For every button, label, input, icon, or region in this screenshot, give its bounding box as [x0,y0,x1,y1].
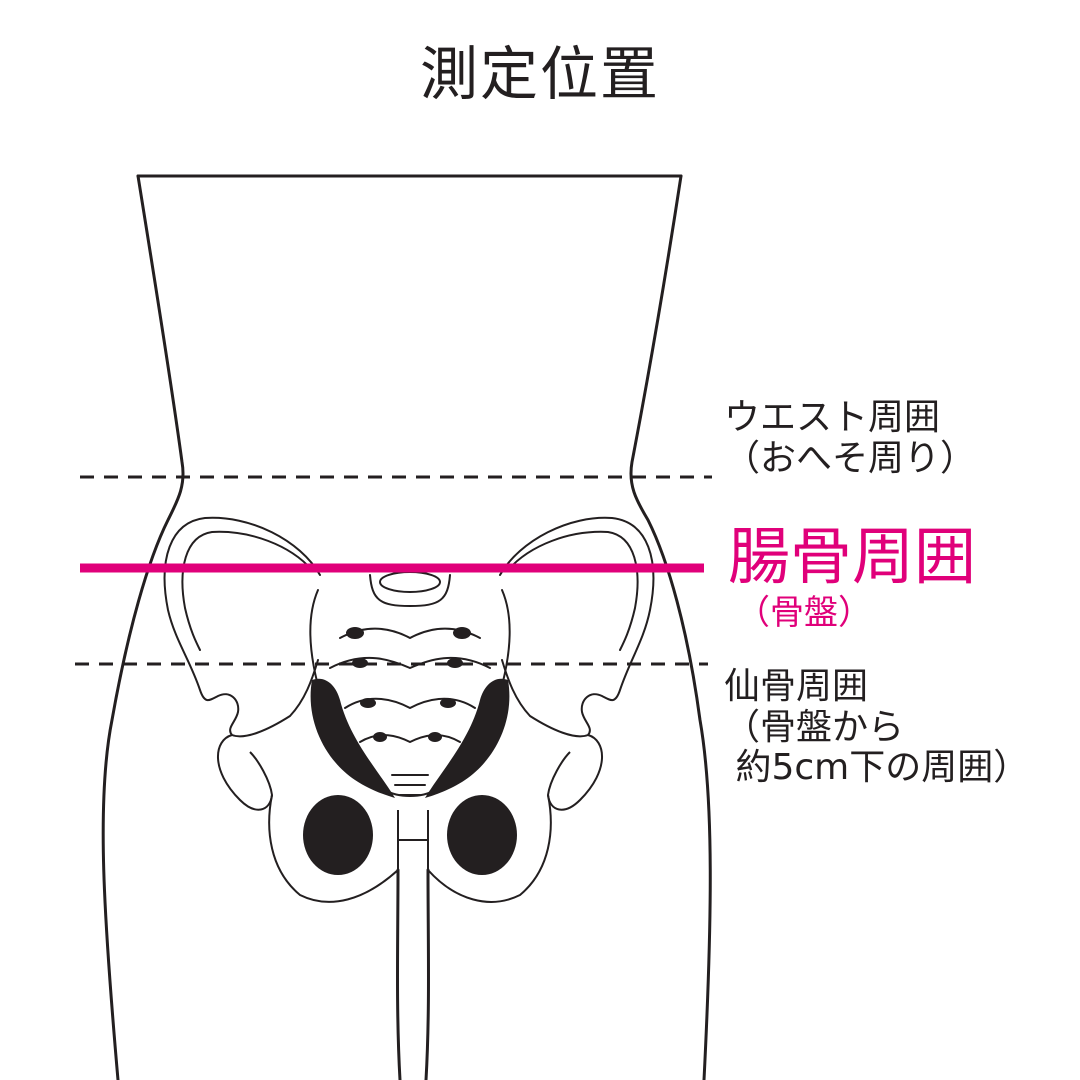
left-obturator-foramen [303,795,373,875]
sacral-foramen [346,627,364,639]
pubic-symphysis [397,810,429,870]
left-ilium-inner [181,530,313,651]
left-pubis [268,794,399,903]
inner-leg-right [424,868,430,1080]
torso-right-side [629,174,712,1080]
torso-left-side [101,174,185,1080]
iliac-label: 腸骨周囲 [728,520,977,593]
right-ilium [499,516,655,738]
iliac-sublabel: （骨盤） [736,593,872,633]
right-sacroiliac-shadow [425,678,510,798]
inner-leg-left [396,868,402,1080]
sacral-foramen [428,732,442,742]
sacral-foramen [453,627,471,639]
left-hip-socket [217,734,273,811]
left-sacroiliac-shadow [310,678,395,798]
sacral-foramen [440,698,456,708]
sacral-foramen [360,698,376,708]
sacral-label: 仙骨周囲 （骨盤から 約5cm下の周囲） [724,666,1030,789]
vertebra-body [379,571,441,593]
right-ilium-inner [507,530,639,651]
lumbar-vertebra [369,574,451,607]
pelvis-illustration [163,516,655,797]
right-pubis [427,794,552,903]
left-ilium [163,516,321,738]
waist-label: ウエスト周囲 （おへそ周り） [724,397,977,479]
body-outline [101,174,712,1080]
pelvis-dark-regions [303,627,517,875]
right-obturator-foramen [447,795,517,875]
coccyx [391,774,429,796]
sacral-foramen [373,732,387,742]
page-title: 測定位置 [419,40,660,108]
right-hip-socket [547,734,603,811]
lower-pelvis [217,734,603,903]
